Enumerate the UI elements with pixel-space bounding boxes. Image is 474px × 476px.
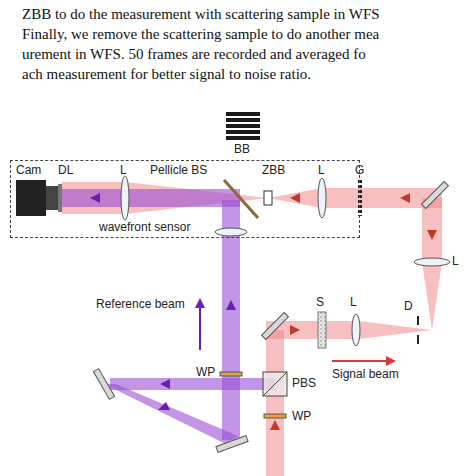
beam-arrow — [90, 193, 437, 430]
part-label: Pellicle BS — [150, 164, 207, 178]
part-label: DL — [58, 164, 73, 178]
part-label: WP — [292, 410, 311, 424]
part-label: L — [350, 296, 357, 310]
waveplate — [264, 414, 286, 418]
part-label: L — [452, 255, 459, 269]
part-label: WP — [196, 366, 215, 380]
part-label: Cam — [16, 164, 41, 178]
part-label: L — [318, 164, 325, 178]
mirror — [93, 182, 448, 453]
direction-arrow — [386, 356, 396, 366]
paragraph-line: urement in WFS. 50 frames are recorded a… — [22, 46, 366, 63]
scattering-sample — [318, 312, 326, 348]
direction-arrow — [199, 306, 201, 350]
part-label: BB — [234, 143, 250, 157]
beam-label: Reference beam — [96, 298, 185, 312]
pbs-cube — [263, 372, 287, 396]
part-label: ZBB — [262, 164, 285, 178]
beam-block — [226, 112, 260, 140]
reference-beam — [62, 189, 274, 444]
iris — [417, 316, 419, 344]
part-label: PBS — [292, 377, 316, 391]
paragraph-line: Finally, we remove the scattering sample… — [22, 26, 379, 43]
paragraph-line: ach measurement for better signal to noi… — [22, 66, 311, 83]
beam-label: Signal beam — [332, 368, 399, 382]
pellicle-bs — [224, 180, 258, 218]
grating — [358, 180, 362, 216]
zbb-element — [264, 191, 272, 205]
part-label: G — [355, 164, 364, 178]
direction-arrow — [195, 298, 205, 308]
part-label: L — [120, 164, 127, 178]
group-label: wavefront sensor — [99, 220, 190, 234]
part-label: D — [404, 300, 413, 314]
part-label: S — [316, 296, 324, 310]
camera — [16, 180, 62, 216]
direction-arrow — [332, 360, 388, 362]
paragraph-line: ZBB to do the measurement with scatterin… — [22, 6, 380, 23]
signal-beam — [62, 182, 442, 476]
lens — [121, 176, 450, 346]
waveplate — [220, 372, 242, 376]
